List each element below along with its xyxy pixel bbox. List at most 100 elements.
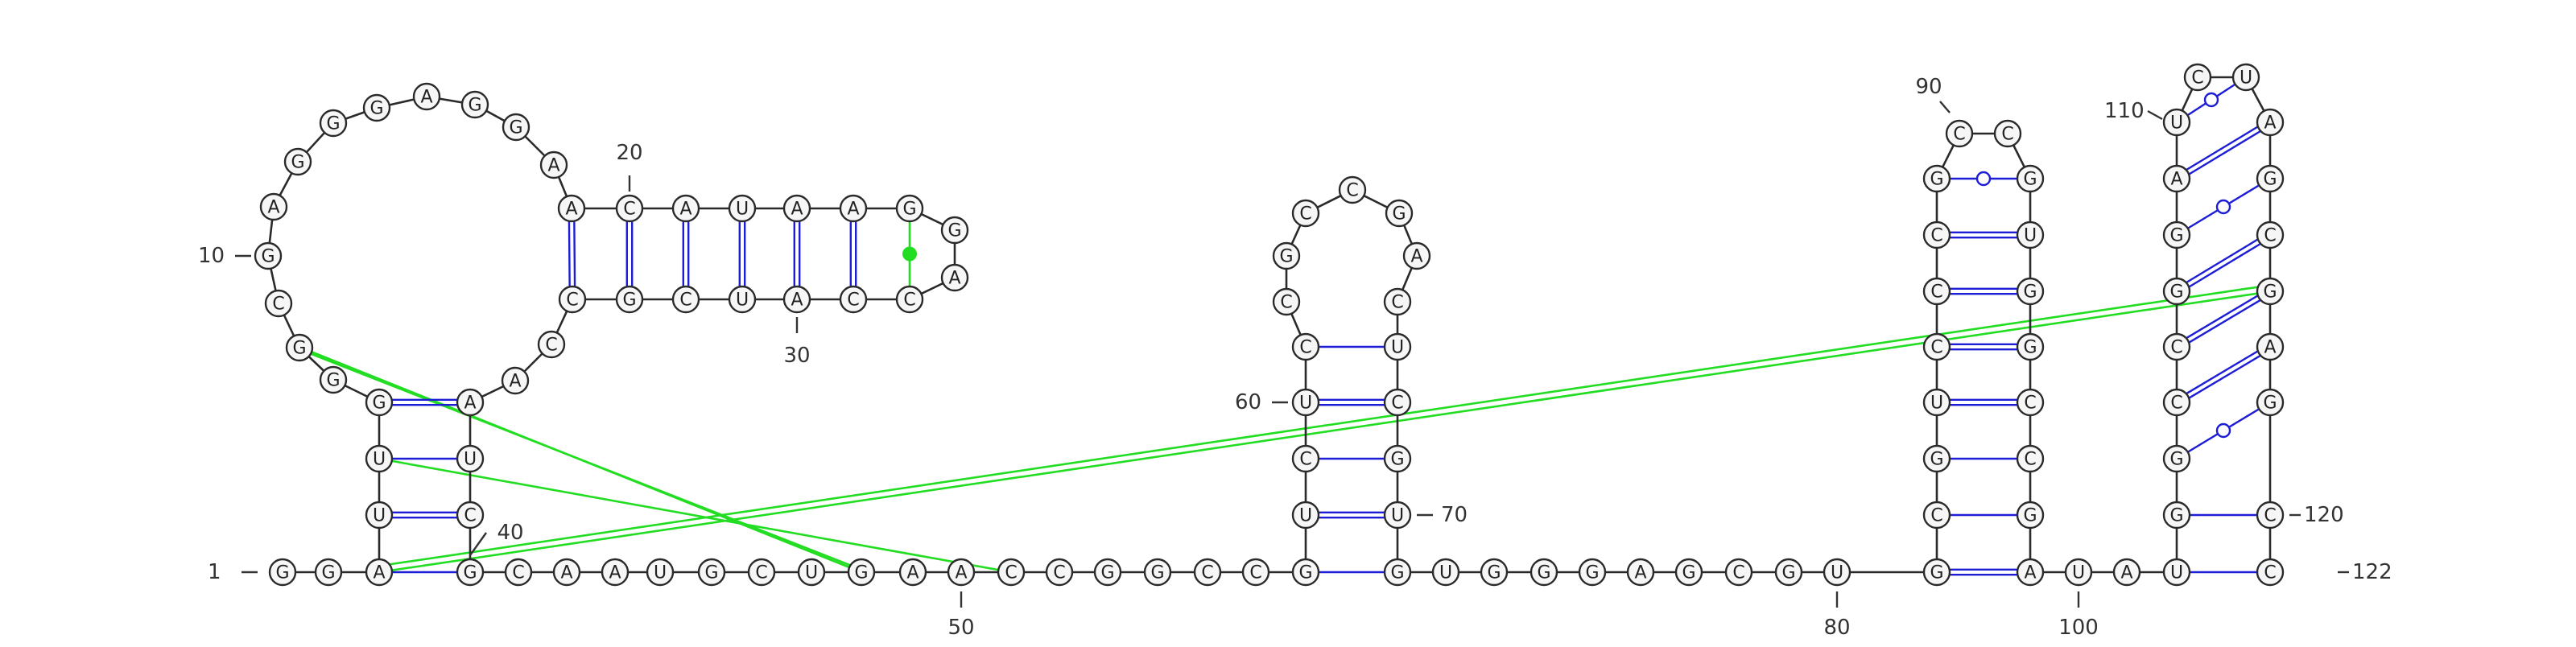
nucleotide-circle (456, 388, 485, 417)
nucleotide: C (558, 285, 587, 314)
nucleotide-letter: G (2023, 338, 2037, 358)
nucleotide-circle (2256, 558, 2285, 587)
nucleotide-letter: C (1930, 282, 1942, 303)
nucleotide-letter: G (292, 339, 306, 359)
nucleotide: G (2256, 164, 2285, 193)
nucleotide-letter: G (1279, 247, 1293, 267)
nucleotide-circle (782, 194, 811, 223)
nucleotide-letter: G (2023, 282, 2037, 303)
nucleotide-letter: G (947, 221, 961, 241)
nucleotide: G (1530, 558, 1558, 587)
nucleotide-circle (2183, 63, 2212, 92)
nucleotide-letter: C (545, 336, 557, 356)
nucleotide-letter: U (736, 200, 749, 220)
nucleotide-letter: C (566, 291, 578, 311)
nucleotide-letter: G (1781, 563, 1795, 583)
nucleotide-letter: G (622, 291, 636, 311)
nucleotide-circle (285, 333, 314, 362)
nucleotide-circle (947, 558, 976, 587)
nucleotide-letter: U (736, 291, 749, 311)
nucleotide-letter: C (1053, 563, 1065, 583)
nucleotide-circle (365, 501, 394, 530)
nucleotide-circle (2162, 164, 2191, 193)
nucleotide-circle (1530, 558, 1558, 587)
nucleotide-circle (671, 285, 700, 314)
nucleotide: G (1383, 558, 1412, 587)
nucleotide: C (747, 558, 776, 587)
nucleotide: G (2256, 388, 2285, 417)
nucleotide: G (1480, 558, 1509, 587)
position-label: 20 (616, 141, 642, 165)
nucleotide-circle (646, 558, 675, 587)
nucleotide-circle (1383, 501, 1412, 530)
nucleotide: C (895, 285, 924, 314)
nucleotide-letter: U (1299, 394, 1312, 414)
nucleotide: C (2162, 388, 2191, 417)
nucleotide-circle (1922, 332, 1951, 361)
nucleotide: G (1774, 558, 1803, 587)
nucleotide-circle (1578, 558, 1607, 587)
nucleotide: C (1993, 119, 2022, 148)
nucleotide-letter: G (1390, 450, 1404, 470)
nucleotide-letter: G (1392, 204, 1406, 225)
nucleotide: G (502, 113, 530, 142)
nucleotide-letter: C (464, 506, 476, 526)
gu-wobble-marker (1975, 171, 1992, 187)
nucleotide: C (1922, 277, 1951, 306)
nucleotide: U (797, 558, 826, 587)
nucleotide-letter: A (2264, 113, 2276, 134)
nucleotide-circle (2162, 332, 2191, 361)
nucleotide-circle (456, 558, 485, 587)
nucleotide-letter: C (847, 291, 859, 311)
nucleotide: G (1383, 444, 1412, 473)
nucleotide-letter: U (1391, 338, 1404, 358)
nucleotide: A (365, 558, 394, 587)
nucleotide-letter: G (372, 394, 386, 414)
nucleotide-letter: G (2263, 282, 2277, 303)
nucleotide-circle (1922, 220, 1951, 249)
nucleotide-letter: A (2264, 338, 2276, 358)
position-tick (1939, 101, 1951, 113)
nucleotide: G (1578, 558, 1607, 587)
nucleotide-circle (895, 194, 924, 223)
nucleotide: U (2162, 558, 2191, 587)
nucleotide-letter: A (373, 563, 385, 583)
nucleotide-letter: C (1201, 563, 1213, 583)
nucleotide-letter: G (2169, 506, 2183, 526)
nucleotide-circle (502, 113, 530, 142)
base-pair-gc (568, 221, 571, 287)
nucleotide-letter: U (1439, 563, 1452, 583)
base-pair-gc (2188, 299, 2261, 344)
nucleotide: G (285, 333, 314, 362)
nucleotide: C (2162, 332, 2191, 361)
nucleotide: U (728, 285, 757, 314)
nucleotide-circle (1143, 558, 1172, 587)
nucleotide: C (1383, 287, 1412, 316)
nucleotide: A (539, 150, 568, 179)
nucleotide: G (362, 93, 391, 122)
nucleotide: U (1431, 558, 1460, 587)
nucleotide: C (839, 285, 868, 314)
nucleotide-letter: C (512, 563, 524, 583)
nucleotide-circle (2064, 558, 2093, 587)
nucleotide-circle (1383, 444, 1412, 473)
nucleotide: A (2256, 108, 2285, 137)
nucleotide-circle (839, 194, 868, 223)
nucleotide-circle (539, 150, 568, 179)
nucleotide-circle (1922, 444, 1951, 473)
nucleotide-circle (1291, 558, 1320, 587)
nucleotide: A (898, 558, 927, 587)
nucleotide-letter: G (1682, 563, 1695, 583)
nucleotide: U (2231, 63, 2260, 92)
nucleotide-circle (552, 558, 581, 587)
nucleotide-letter: C (2024, 394, 2036, 414)
base-pair-gc (2186, 238, 2259, 284)
nucleotide-letter: G (1390, 563, 1404, 583)
position-label: 90 (1915, 75, 1942, 99)
nucleotide-circle (2016, 388, 2045, 417)
nucleotide-letter: C (679, 291, 691, 311)
nucleotide-letter: G (1537, 563, 1550, 583)
position-label: 60 (1235, 390, 1261, 414)
nucleotide: A (671, 194, 700, 223)
nucleotide-circle (1291, 501, 1320, 530)
